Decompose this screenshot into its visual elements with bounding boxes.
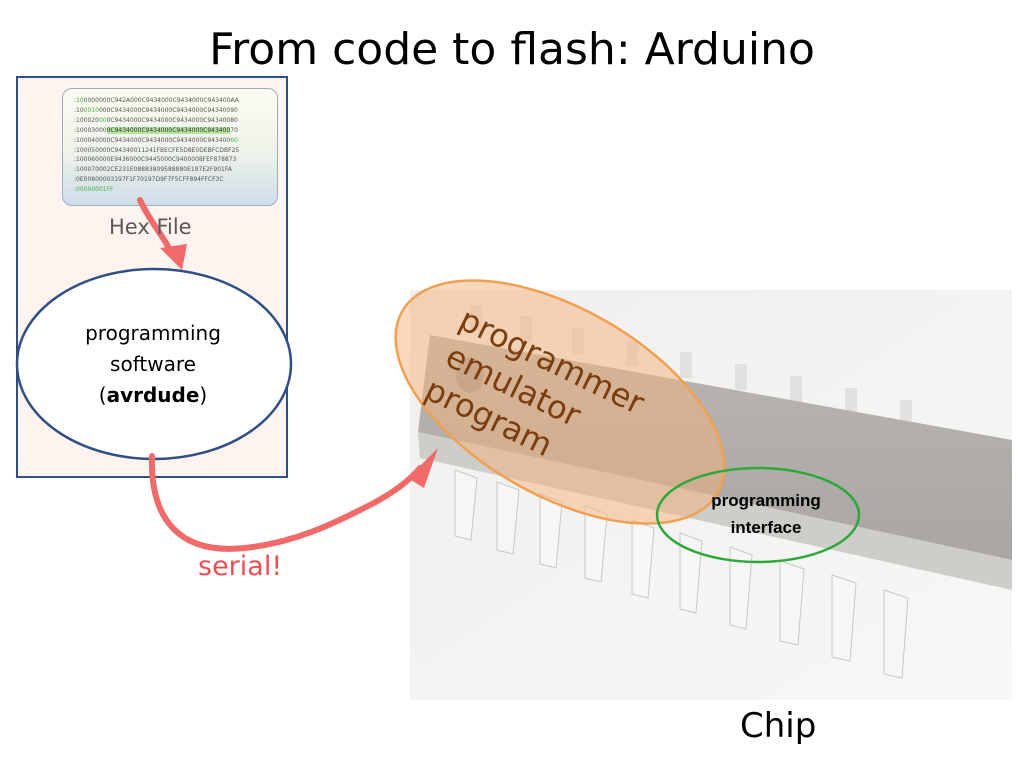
interface-line1: programming — [711, 491, 821, 510]
software-line3: (avrdude) — [98, 383, 208, 407]
hex-line: :00000001FF — [74, 186, 114, 194]
hex-line: :100060000E9436000C9445000C9400008FEF878… — [74, 156, 237, 164]
hex-line: :100020000C9434000C9434000C9434000C94340… — [74, 116, 238, 124]
serial-label: serial! — [198, 551, 283, 582]
interface-label: programming interface — [666, 487, 866, 541]
interface-outline — [655, 466, 861, 564]
emulator-outline — [394, 279, 726, 525]
software-name: avrdude — [106, 383, 200, 407]
software-label: programming software (avrdude) — [30, 318, 276, 411]
software-line2: software — [110, 352, 196, 376]
serial-link-arrow — [148, 448, 438, 552]
hex-file-label: Hex File — [109, 215, 192, 239]
hex-file-listing: :100000000C942A000C9434000C9434000C94340… — [62, 88, 278, 206]
hex-to-software-arrow — [137, 197, 187, 270]
hex-line: :100000000C942A000C9434000C9434000C94340… — [74, 97, 239, 104]
chip-label: Chip — [740, 706, 817, 746]
slide-title: From code to flash: Arduino — [209, 24, 815, 75]
hex-line: :100010000C9434000C9434000C9434000C94340… — [74, 106, 238, 114]
software-line1: programming — [85, 321, 221, 345]
hex-line: :0E00800003197F1F70197D9F7F5CFF894FFCF3C — [74, 176, 224, 184]
hex-line: :100030000C9434000C9434000C9434000C94340… — [74, 126, 238, 134]
hex-line: :100040000C9434000C9434000C9434000C94340… — [74, 136, 238, 144]
hex-line: :100070002CE231E08883809588880E197E2F901… — [74, 166, 232, 174]
interface-line2: interface — [730, 518, 802, 537]
chip-pins — [454, 469, 909, 679]
hex-line: :100050000C94340011241FBECFE5D8E0DEBFCDB… — [74, 146, 240, 154]
